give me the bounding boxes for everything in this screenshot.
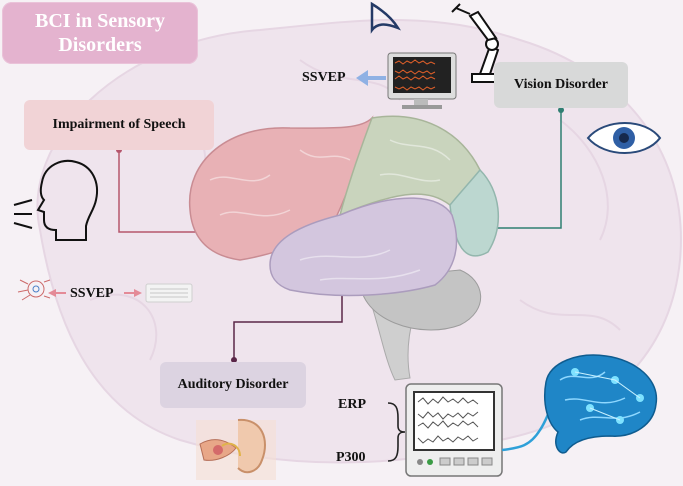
title-line-1: BCI in Sensory: [34, 10, 166, 32]
bracket: [387, 402, 406, 462]
vision-label: Vision Disorder: [514, 77, 608, 92]
ssvep-top-label: SSVEP: [302, 70, 346, 85]
eye-icon: [586, 122, 662, 154]
erp-label: ERP: [338, 397, 366, 412]
auditory-label-box: Auditory Disorder: [160, 362, 306, 408]
circuit-brain-icon: [17, 279, 51, 301]
title-line-2: Disorders: [58, 34, 142, 56]
p300-label: P300: [336, 450, 366, 465]
ssvep-arrow-icon: [356, 70, 386, 86]
auditory-label: Auditory Disorder: [177, 377, 289, 392]
robot-arm-icon: [451, 3, 501, 83]
brain-illustration: [188, 115, 500, 381]
temporal-lobe: [269, 197, 458, 297]
title-box: BCI in Sensory Disorders: [2, 2, 198, 64]
neural-brain-icon: [544, 354, 658, 454]
ssvep-pink-arrows: [48, 289, 142, 297]
ssvep-mid-label: SSVEP: [70, 286, 114, 301]
ear-icon: [196, 418, 276, 480]
keyboard-icon: [145, 283, 193, 303]
head-speaking-icon: [13, 160, 98, 241]
monitor-eeg-icon: [387, 52, 457, 109]
eeg-device-icon: [405, 383, 503, 477]
vision-label-box: Vision Disorder: [494, 62, 628, 108]
speech-label-box: Impairment of Speech: [24, 100, 214, 150]
speech-label: Impairment of Speech: [52, 117, 186, 132]
occipital-lobe: [449, 168, 500, 257]
eye-outline-icon: [370, 1, 401, 34]
